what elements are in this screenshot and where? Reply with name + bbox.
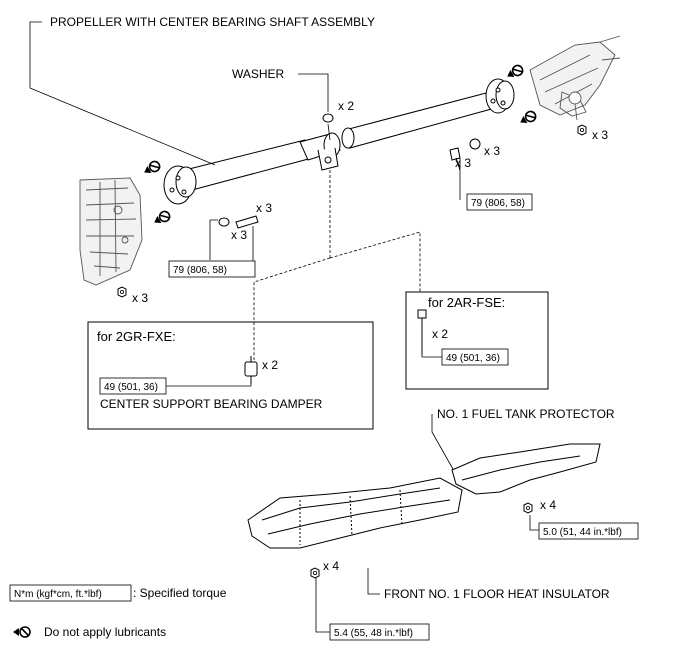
rear-washer-qty: x 3 bbox=[484, 144, 500, 158]
heat-insulator-label: FRONT NO. 1 FLOOR HEAT INSULATOR bbox=[384, 587, 610, 601]
differential-housing bbox=[529, 35, 621, 121]
legend-torque-text: : Specified torque bbox=[133, 586, 227, 600]
inset-2gr-title: for 2GR-FXE: bbox=[97, 329, 176, 344]
bolt-icon bbox=[235, 147, 461, 330]
fuel-tank-protector bbox=[451, 443, 601, 495]
legend-torque-box: N*m (kgf*cm, ft.*lbf) bbox=[14, 589, 102, 600]
transmission-housing bbox=[79, 177, 143, 286]
rear-flexible-coupling bbox=[485, 78, 515, 114]
inset-2ar-fse: for 2AR-FSE: x 2 49 (501, 36) bbox=[405, 291, 549, 390]
front-bolt-qty: x 3 bbox=[256, 201, 272, 215]
damper-icon bbox=[244, 356, 258, 382]
rear-bolt-qty: x 3 bbox=[455, 156, 471, 170]
heat-insulator bbox=[247, 477, 463, 549]
torque-box-insulator: 5.4 (55, 48 in.*lbf) bbox=[329, 623, 430, 641]
insulator-nut-qty: x 4 bbox=[323, 559, 339, 573]
svg-text:5.4 (55, 48 in.*lbf): 5.4 (55, 48 in.*lbf) bbox=[334, 628, 413, 639]
inset-2ar-title: for 2AR-FSE: bbox=[428, 295, 505, 310]
protector-nut-qty: x 4 bbox=[540, 498, 556, 512]
front-nut-qty: x 3 bbox=[132, 291, 148, 305]
svg-text:5.0 (51, 44 in.*lbf): 5.0 (51, 44 in.*lbf) bbox=[543, 527, 622, 538]
propeller-shaft bbox=[163, 78, 515, 205]
torque-box-front: 79 (806, 58) bbox=[168, 260, 256, 278]
leader-lines bbox=[29, 21, 540, 633]
legend: N*m (kgf*cm, ft.*lbf) : Specified torque… bbox=[9, 584, 227, 639]
fuel-tank-protector-label: NO. 1 FUEL TANK PROTECTOR bbox=[437, 407, 615, 421]
rear-nut-qty: x 3 bbox=[592, 128, 608, 142]
torque-box-rear: 79 (806, 58) bbox=[466, 193, 533, 211]
legend-lubricant-text: Do not apply lubricants bbox=[44, 625, 166, 639]
front-flexible-coupling bbox=[163, 165, 197, 205]
no-lubricant-icon bbox=[12, 626, 31, 638]
damper-label: CENTER SUPPORT BEARING DAMPER bbox=[100, 397, 323, 411]
svg-text:79 (806, 58): 79 (806, 58) bbox=[173, 265, 227, 276]
front-washer-qty: x 3 bbox=[231, 228, 247, 242]
washer-label: WASHER bbox=[232, 67, 285, 81]
washer-icon bbox=[218, 113, 481, 227]
torque-box-protector: 5.0 (51, 44 in.*lbf) bbox=[538, 522, 639, 540]
washer-qty: x 2 bbox=[338, 99, 354, 113]
svg-text:79 (806, 58): 79 (806, 58) bbox=[471, 198, 525, 209]
assembly-label: PROPELLER WITH CENTER BEARING SHAFT ASSE… bbox=[50, 15, 375, 29]
bolt-2ar-qty: x 2 bbox=[432, 327, 448, 341]
bolt-2ar-torque: 49 (501, 36) bbox=[446, 353, 500, 364]
center-bearing bbox=[299, 127, 355, 171]
damper-qty: x 2 bbox=[262, 358, 278, 372]
inset-2gr-fxe: for 2GR-FXE: x 2 49 (501, 36) CENTER SUP… bbox=[87, 321, 374, 430]
phantom-lines bbox=[253, 170, 421, 360]
damper-torque: 49 (501, 36) bbox=[104, 382, 158, 393]
